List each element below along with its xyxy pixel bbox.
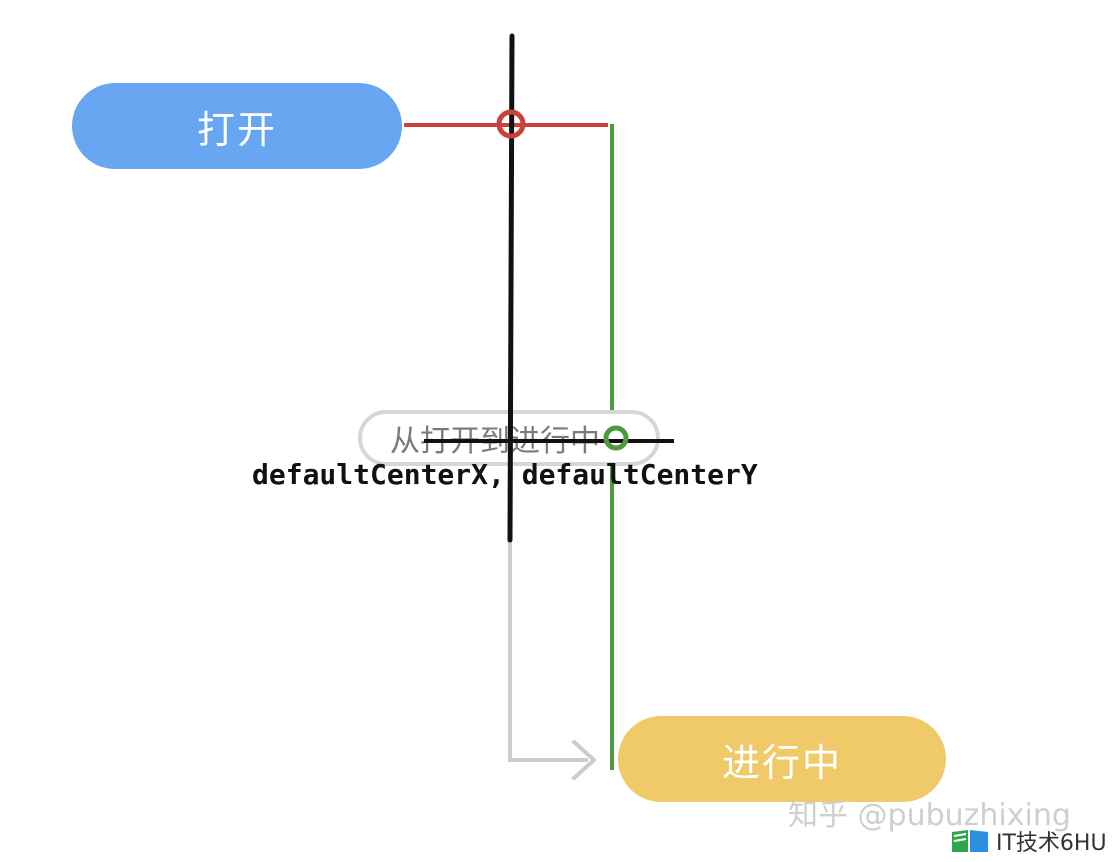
black-vertical-line [507,33,515,543]
site-watermark: IT技术6HU [950,826,1107,856]
open-node: 打开 [72,83,402,169]
gray-connector-path [508,470,588,762]
book-logo-icon [952,830,988,852]
in-progress-node-label: 进行中 [721,740,842,785]
arrow-right-icon [572,740,596,780]
zhihu-watermark: 知乎 @pubuzhixing [788,798,1071,833]
green-circle-marker-icon [603,425,629,451]
red-circle-marker-icon [496,109,526,139]
open-node-label: 打开 [196,107,277,152]
center-coords-label: defaultCenterX, defaultCenterY [252,458,758,491]
in-progress-node: 进行中 [618,716,946,802]
site-watermark-text: IT技术6HU [996,831,1107,856]
